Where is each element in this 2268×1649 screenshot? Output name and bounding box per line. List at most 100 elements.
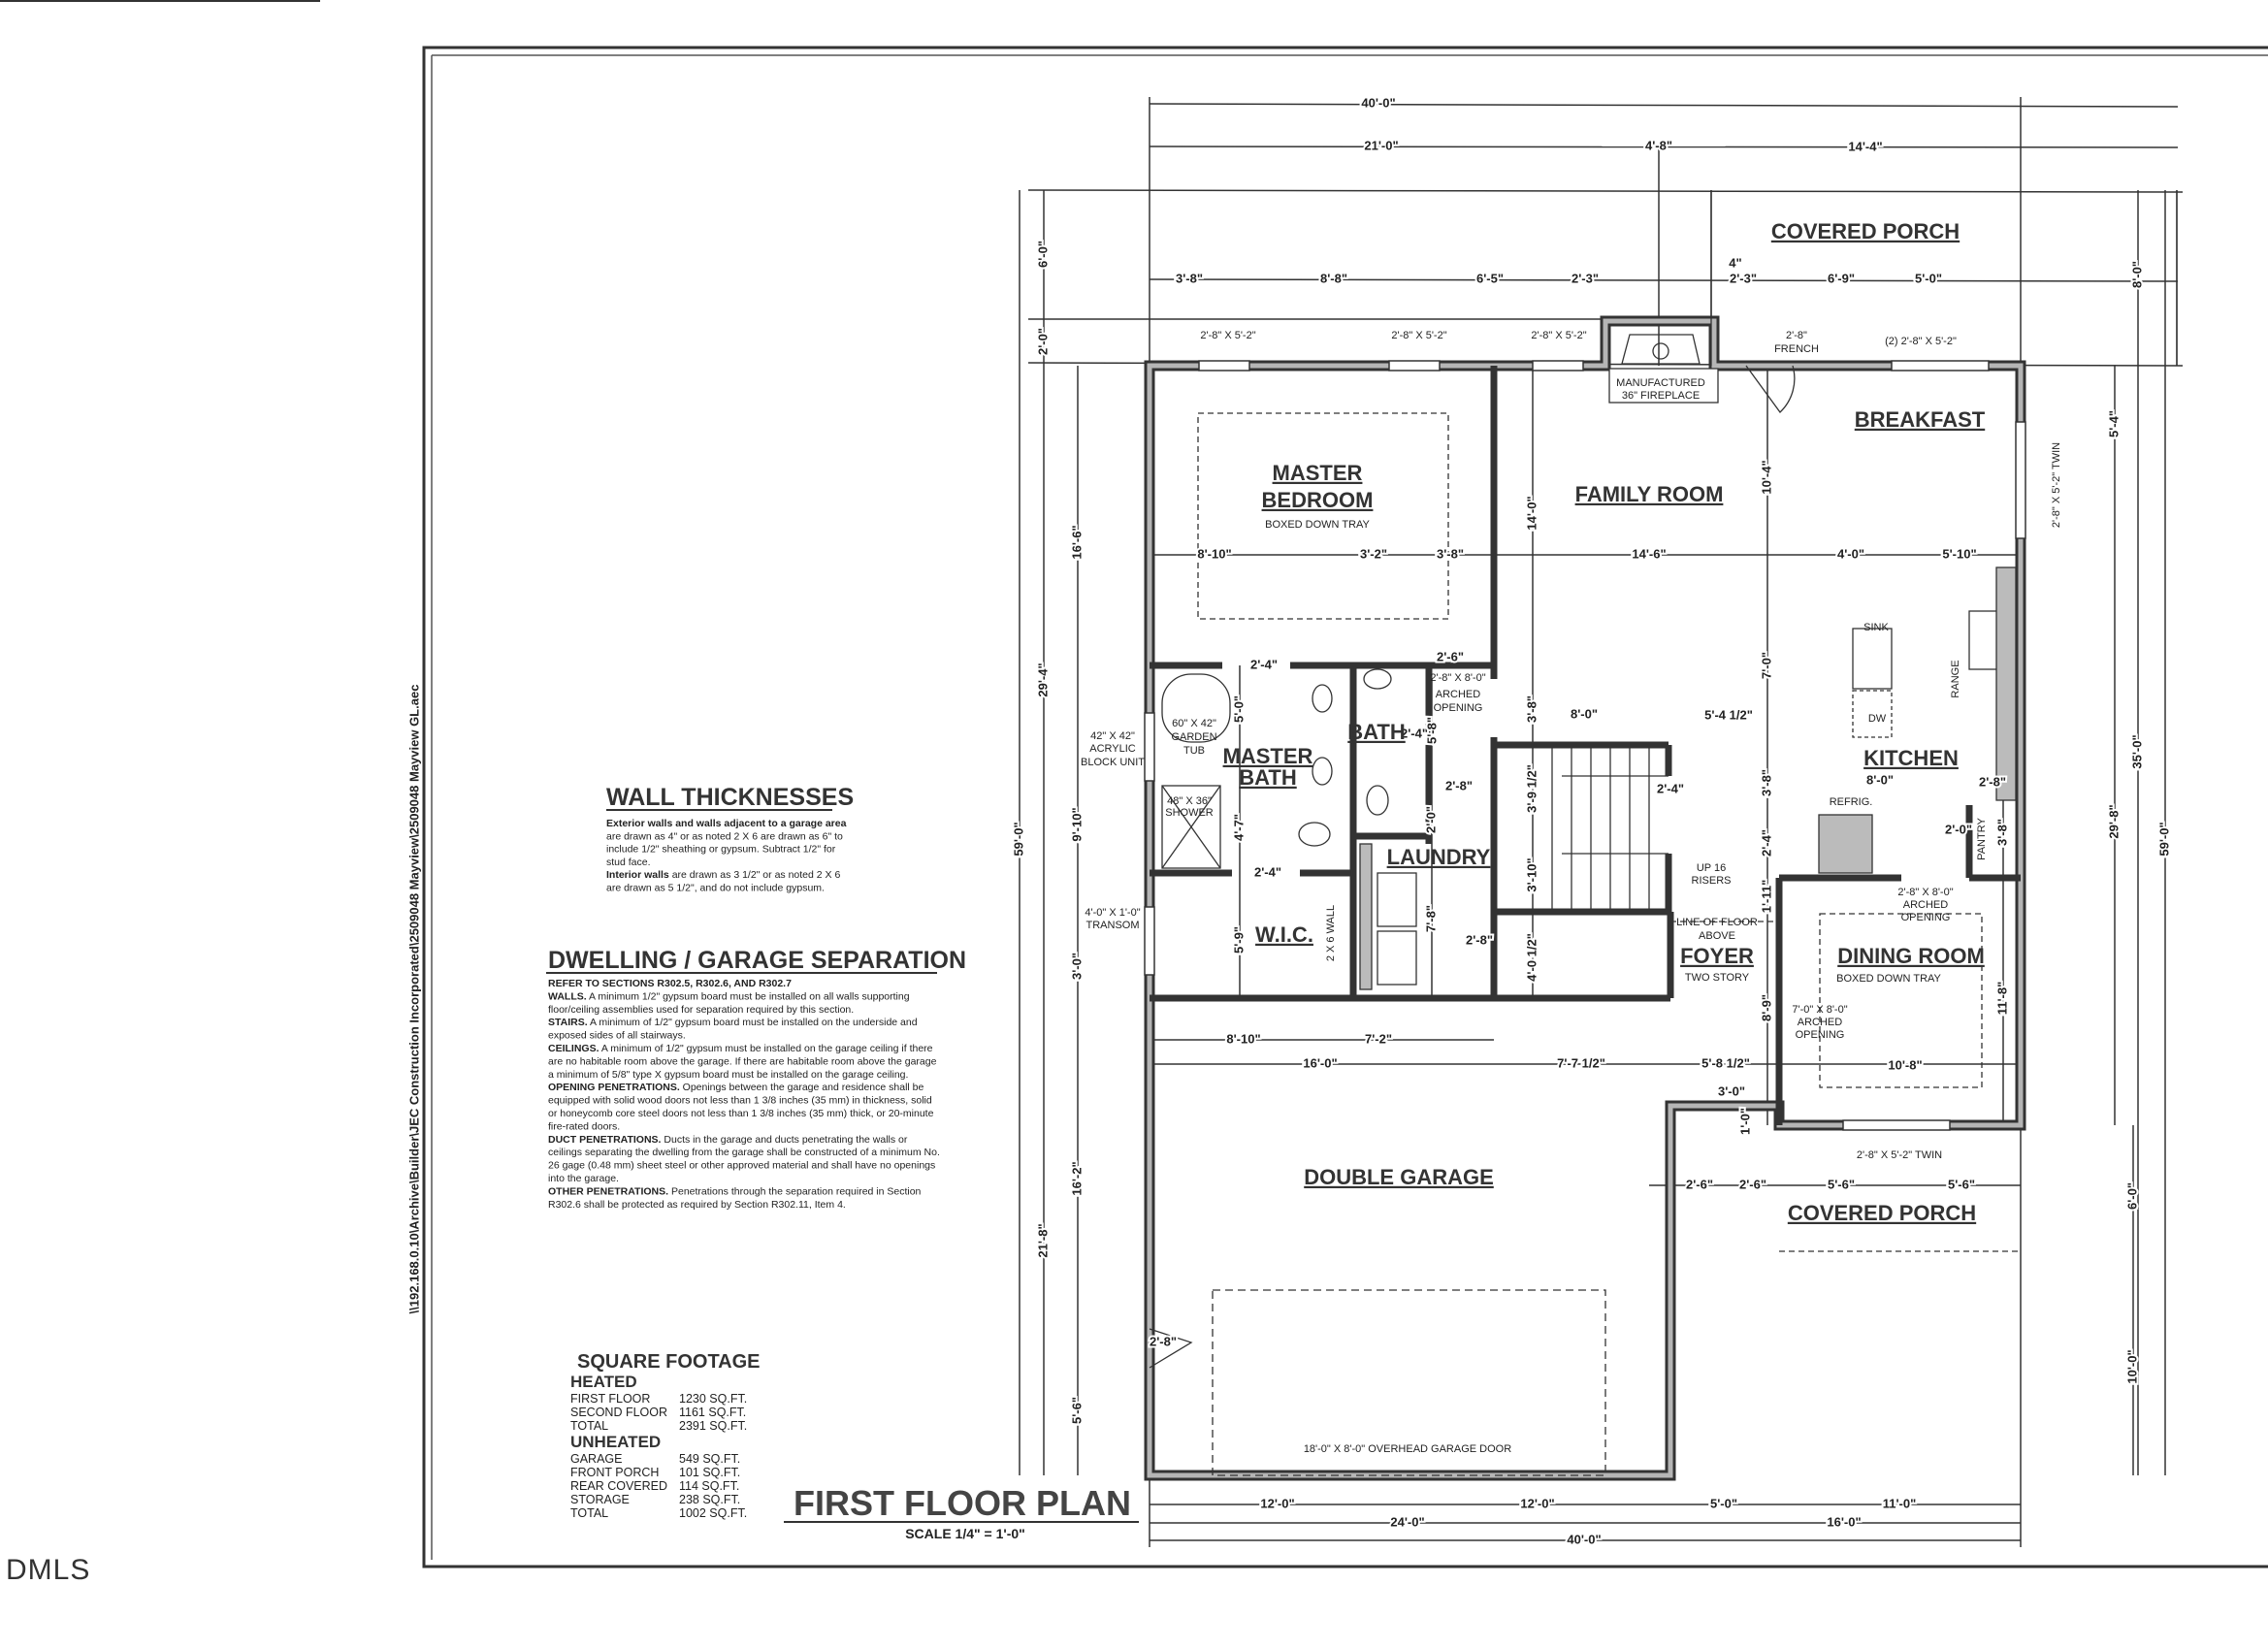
room-label: FOYER [1680, 944, 1754, 968]
plan-note: OPENING [1796, 1029, 1845, 1041]
plan-note: 2'-8" X 5'-2" [1391, 330, 1446, 341]
dimension-label: 7'-2" [1365, 1031, 1392, 1046]
unheated-label: UNHEATED [570, 1433, 661, 1451]
note-line: stud face. [606, 857, 651, 868]
wall-thicknesses-block: WALL THICKNESSES Exterior walls and wall… [606, 784, 854, 894]
dimension-label: 2'-3" [1730, 271, 1757, 285]
dimension-label: 3'-0" [1069, 953, 1084, 980]
dimension-label: 6'-0" [2124, 1182, 2139, 1210]
room-label: KITCHEN [1863, 746, 1959, 770]
note-line-text: A minimum 1/2" gypsum board must be inst… [587, 990, 910, 1002]
note-line: STAIRS. A minimum of 1/2" gypsum board m… [548, 1017, 918, 1028]
plan-note: DW [1868, 713, 1887, 725]
dimension-label: 3'-10" [1524, 857, 1539, 891]
note-line-text: fire-rated doors. [548, 1120, 620, 1132]
dimension-label: 2'-8" [1979, 774, 2006, 789]
sqft-value: 549 SQ.FT. [679, 1452, 740, 1466]
dimension-label: 10'-8" [1888, 1057, 1922, 1072]
note-line: are drawn as 4" or as noted 2 X 6 are dr… [606, 830, 843, 842]
note-line: WALLS. A minimum 1/2" gypsum board must … [548, 990, 910, 1002]
dimension-label: 4'-7" [1231, 814, 1246, 841]
note-line: or honeycomb core steel doors not less t… [548, 1108, 934, 1119]
plan-note: ARCHED [1903, 899, 1949, 911]
dimension-label: 2'-0" [1423, 806, 1438, 833]
dimension-label: 5'-9" [1231, 926, 1246, 954]
plan-note: RISERS [1692, 875, 1732, 887]
note-line: REFER TO SECTIONS R302.5, R302.6, AND R3… [548, 978, 792, 989]
note-line-lead: OTHER PENETRATIONS. [548, 1185, 668, 1197]
room-label: FAMILY ROOM [1575, 482, 1724, 506]
plan-note: 2 X 6 WALL [1325, 905, 1337, 961]
heated-label: HEATED [570, 1373, 637, 1391]
note-line-lead: CEILINGS. [548, 1043, 599, 1054]
dimension-label: 7'-8" [1423, 905, 1438, 932]
note-line: exposed sides of all stairways. [548, 1030, 686, 1042]
dimension-label: 2'-4" [1250, 657, 1278, 671]
note-line-text: are drawn as 5 1/2", and do not include … [606, 883, 825, 894]
dimension-label: 2'-6" [1437, 649, 1464, 663]
note-line: floor/ceiling assemblies used for separa… [548, 1004, 854, 1016]
dimension-label: 2'-4" [1657, 781, 1684, 795]
plan-note: FRENCH [1774, 343, 1819, 355]
dimension-label: 2'-8" [1466, 932, 1493, 947]
plan-note: 2'-8" [1786, 330, 1807, 341]
note-line-lead: WALLS. [548, 990, 587, 1002]
dimension-label: 24'-0" [1390, 1514, 1424, 1529]
sqft-label: TOTAL [570, 1506, 608, 1520]
dimension-label: 8'-0" [1571, 706, 1598, 721]
note-line-lead: STAIRS. [548, 1017, 588, 1028]
dimension-label: 3'-2" [1360, 546, 1387, 561]
dimension-label: 5'-8 1/2" [1701, 1055, 1750, 1070]
note-line: OTHER PENETRATIONS. Penetrations through… [548, 1185, 922, 1197]
room-label: BEDROOM [1262, 488, 1374, 512]
windows [1144, 360, 2026, 1131]
note-line: include 1/2" sheathing or gypsum. Subtra… [606, 844, 836, 856]
plan-note: 36" FIREPLACE [1622, 390, 1700, 402]
dimension-label: 29'-4" [1035, 663, 1050, 696]
dimension-label: 2'-0" [1035, 328, 1050, 355]
plan-note: 42" X 42" [1090, 730, 1135, 742]
note-line-text: Penetrations through the separation requ… [668, 1185, 921, 1197]
dimension-label: 16'-6" [1069, 525, 1084, 559]
dimension-label: 8'-0" [1866, 772, 1894, 787]
note-line-text: ceilings separating the dwelling from th… [548, 1147, 940, 1158]
note-line-text: are no habitable room above the garage. … [548, 1055, 937, 1067]
dimension-label: 10'-0" [2124, 1349, 2139, 1383]
dimension-label: 7'-0" [1759, 652, 1773, 679]
room-label: COVERED PORCH [1771, 219, 1960, 243]
plan-note: BLOCK UNIT [1081, 757, 1145, 768]
dimension-label: 8'-9" [1759, 994, 1773, 1021]
dimension-label: 8'-8" [1320, 271, 1347, 285]
plan-note: (2) 2'-8" X 5'-2" [1885, 336, 1957, 347]
dimension-label: 2'-4" [1401, 726, 1428, 740]
plan-note: TUB [1183, 745, 1205, 757]
dimension-label: 8'-10" [1197, 546, 1231, 561]
note-line: equipped with solid wood doors not less … [548, 1095, 932, 1107]
dimension-label: 6'-9" [1828, 271, 1855, 285]
plan-note: 18'-0" X 8'-0" OVERHEAD GARAGE DOOR [1304, 1443, 1511, 1455]
plan-notes: 2'-8" X 5'-2"2'-8" X 5'-2"2'-8" X 5'-2"2… [1081, 330, 2062, 1455]
plan-scale: SCALE 1/4" = 1'-0" [905, 1526, 1025, 1541]
plan-note: 2'-8" X 5'-2" [1531, 330, 1586, 341]
sqft-value: 238 SQ.FT. [679, 1493, 740, 1506]
dimension-label: 4" [1729, 255, 1741, 270]
dimension-label: 5'-4 1/2" [1704, 707, 1753, 722]
sqft-label: FIRST FLOOR [570, 1392, 650, 1406]
stair-treads [1551, 747, 1669, 910]
note-line-text: stud face. [606, 857, 651, 868]
dimension-label: 16'-2" [1069, 1161, 1084, 1195]
dimension-label: 14'-4" [1848, 139, 1882, 153]
dimension-label: 2'-4" [1254, 864, 1281, 879]
wall-thicknesses-heading: WALL THICKNESSES [606, 784, 854, 811]
note-line: Interior walls are drawn as 3 1/2" or as… [606, 869, 840, 881]
note-line: ceilings separating the dwelling from th… [548, 1147, 940, 1158]
dimension-label: 4'-8" [1645, 138, 1672, 152]
sqft-value: 114 SQ.FT. [679, 1479, 739, 1493]
plan-note: 4'-0" X 1'-0" [1085, 907, 1140, 919]
sqft-label: TOTAL [570, 1419, 608, 1433]
note-line: a minimum of 5/8" type X gypsum board mu… [548, 1069, 908, 1081]
room-label: COVERED PORCH [1788, 1201, 1976, 1225]
note-line-lead: Interior walls [606, 869, 669, 881]
sqft-value: 2391 SQ.FT. [679, 1419, 747, 1433]
